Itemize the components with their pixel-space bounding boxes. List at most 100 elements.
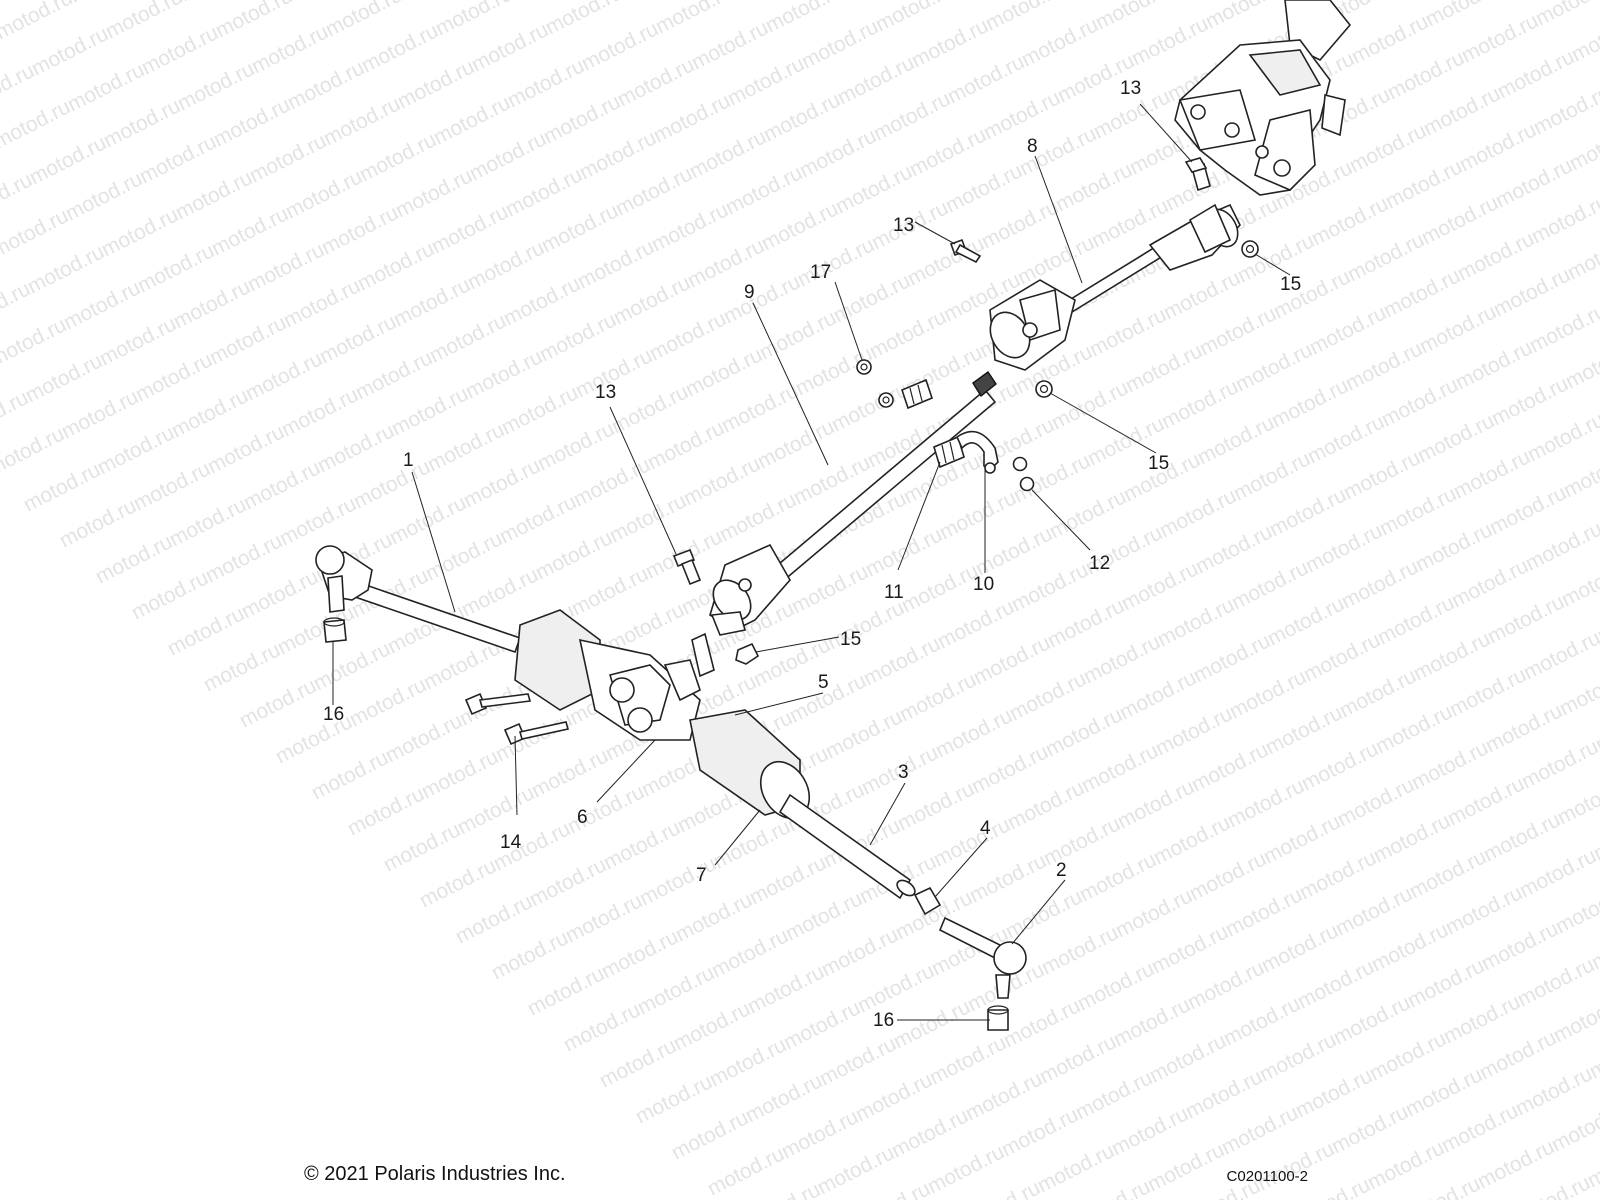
- bolt-13-lower: [672, 548, 702, 586]
- watermark-text: motod.ru: [1298, 737, 1382, 795]
- watermark-text: motod.ru: [1160, 266, 1244, 324]
- watermark-text: motod.ru: [382, 709, 466, 767]
- watermark-text: motod.ru: [212, 0, 296, 42]
- watermark-text: motod.ru: [854, 959, 938, 1017]
- copyright-notice: © 2021 Polaris Industries Inc.: [304, 1163, 566, 1185]
- watermark-text: motod.ru: [898, 559, 982, 617]
- watermark-text: motod.ru: [1374, 591, 1458, 649]
- upper-intermediate-shaft: [989, 203, 1241, 371]
- watermark-text: motod.ru: [170, 275, 254, 333]
- watermark-text: motod.ru: [574, 235, 658, 293]
- nut-16-right: [987, 1005, 1009, 1031]
- watermark-text: motod.ru: [1232, 338, 1316, 396]
- watermark-text: motod.ru: [320, 92, 404, 150]
- watermark-text: motod.ru: [1128, 12, 1212, 70]
- steering-column-bracket: [1174, 0, 1352, 196]
- watermark-text: motod.ru: [1530, 81, 1600, 139]
- watermark-text: motod.ru: [1340, 446, 1424, 504]
- watermark-text: motod.ru: [758, 197, 842, 255]
- watermark-text: motod.ru: [1524, 408, 1600, 466]
- watermark-text: motod.ru: [1258, 919, 1342, 977]
- watermark-text: motod.ru: [200, 638, 284, 696]
- watermark-text: motod.ru: [1144, 1138, 1228, 1196]
- watermark-text: motod.ru: [204, 420, 288, 478]
- watermark-text: motod.ru: [468, 18, 552, 76]
- watermark-text: motod.ru: [708, 924, 792, 982]
- watermark-text: motod.ru: [276, 492, 360, 550]
- watermark-text: motod.ru: [1228, 556, 1312, 614]
- watermark-text: motod.ru: [1490, 263, 1574, 321]
- watermark-text: motod.ru: [816, 1032, 900, 1090]
- watermark-text: motod.ru: [562, 889, 646, 947]
- watermark-text: motod.ru: [1370, 809, 1454, 867]
- watermark-text: motod.ru: [794, 233, 878, 291]
- watermark-text: motod.ru: [542, 0, 626, 39]
- watermark-text: motod.ru: [1384, 46, 1468, 104]
- watermark-text: motod.ru: [1514, 953, 1598, 1011]
- watermark-text: motod.ru: [1404, 954, 1488, 1012]
- watermark-text: motod.ru: [422, 527, 506, 585]
- watermark-text: motod.ru: [172, 166, 256, 224]
- watermark-text: motod.ru: [716, 488, 800, 546]
- watermark-text: motod.ru: [1416, 300, 1500, 358]
- watermark-text: motod.ru: [1518, 735, 1600, 793]
- watermark-text: motod.ru: [906, 123, 990, 181]
- watermark-text: motod.ru: [102, 0, 186, 43]
- watermark-text: motod.ru: [202, 529, 286, 587]
- watermark-text: motod.ru: [500, 272, 584, 330]
- watermark-text: motod.ru: [1080, 630, 1164, 688]
- watermark-text: motod.ru: [926, 1031, 1010, 1089]
- callout-11: 11: [884, 582, 904, 603]
- clamp-bracket-10: [955, 430, 999, 474]
- watermark-text: motod.ru: [860, 632, 944, 690]
- watermark-text: motod.ru: [1184, 956, 1268, 1014]
- watermark-text: motod.ru: [350, 455, 434, 513]
- watermark-text: motod.ru: [424, 418, 508, 476]
- watermark-text: motod.ru: [1452, 336, 1536, 394]
- watermark-text: motod.ru: [498, 381, 582, 439]
- watermark-text: motod.ru: [1006, 667, 1090, 725]
- bolts-14: [464, 692, 570, 746]
- watermark-text: motod.ru: [504, 54, 588, 112]
- watermark-text: motod.ru: [1440, 990, 1524, 1048]
- watermark-text: motod.ru: [166, 493, 250, 551]
- watermark-text: motod.ru: [308, 746, 392, 804]
- watermark-text: motod.ru: [1564, 226, 1600, 284]
- watermark-text: motod.ru: [872, 0, 956, 36]
- watermark-text: motod.ru: [526, 853, 610, 911]
- watermark-text: motod.ru: [1002, 885, 1086, 943]
- watermark-text: motod.ru: [454, 781, 538, 839]
- nut-16-left: [323, 617, 347, 643]
- watermark-text: motod.ru: [894, 777, 978, 835]
- watermark-text: motod.ru: [740, 1178, 824, 1200]
- watermark-text: motod.ru: [646, 307, 730, 365]
- lower-intermediate-shaft: [709, 371, 997, 636]
- watermark-text: motod.ru: [998, 1103, 1082, 1161]
- watermark-text: motod.ru: [1448, 554, 1532, 612]
- watermark-text: motod.ru: [354, 237, 438, 295]
- callout-5: 5: [818, 672, 829, 693]
- callout-13-lower: 13: [595, 382, 616, 403]
- watermark-text: motod.ru: [724, 52, 808, 110]
- watermark-text: motod.ru: [1008, 558, 1092, 616]
- watermark-text: motod.ru: [1444, 772, 1528, 830]
- nut-17b: [878, 392, 894, 408]
- watermark-text: motod.ru: [58, 385, 142, 443]
- callout-4: 4: [980, 818, 991, 839]
- callout-1: 1: [403, 450, 414, 471]
- watermark-text: motod.ru: [1202, 0, 1286, 33]
- watermark-text: motod.ru: [1044, 594, 1128, 652]
- watermark-text: motod.ru: [1118, 557, 1202, 615]
- watermark-text: motod.ru: [1000, 994, 1084, 1052]
- watermark-text: motod.ru: [208, 202, 292, 260]
- watermark-text: motod.ru: [1484, 590, 1568, 648]
- watermark-text: motod.ru: [612, 162, 696, 220]
- watermark-text: motod.ru: [1222, 883, 1306, 941]
- nut-15-lower: [735, 642, 760, 665]
- watermark-text: motod.ru: [1458, 9, 1542, 67]
- watermark-text: motod.ru: [798, 15, 882, 73]
- watermark-text: motod.ru: [1262, 701, 1346, 759]
- watermark-text: motod.ru: [1076, 848, 1160, 906]
- watermark-text: motod.ru: [778, 1105, 862, 1163]
- watermark-text: motod.ru: [834, 51, 918, 109]
